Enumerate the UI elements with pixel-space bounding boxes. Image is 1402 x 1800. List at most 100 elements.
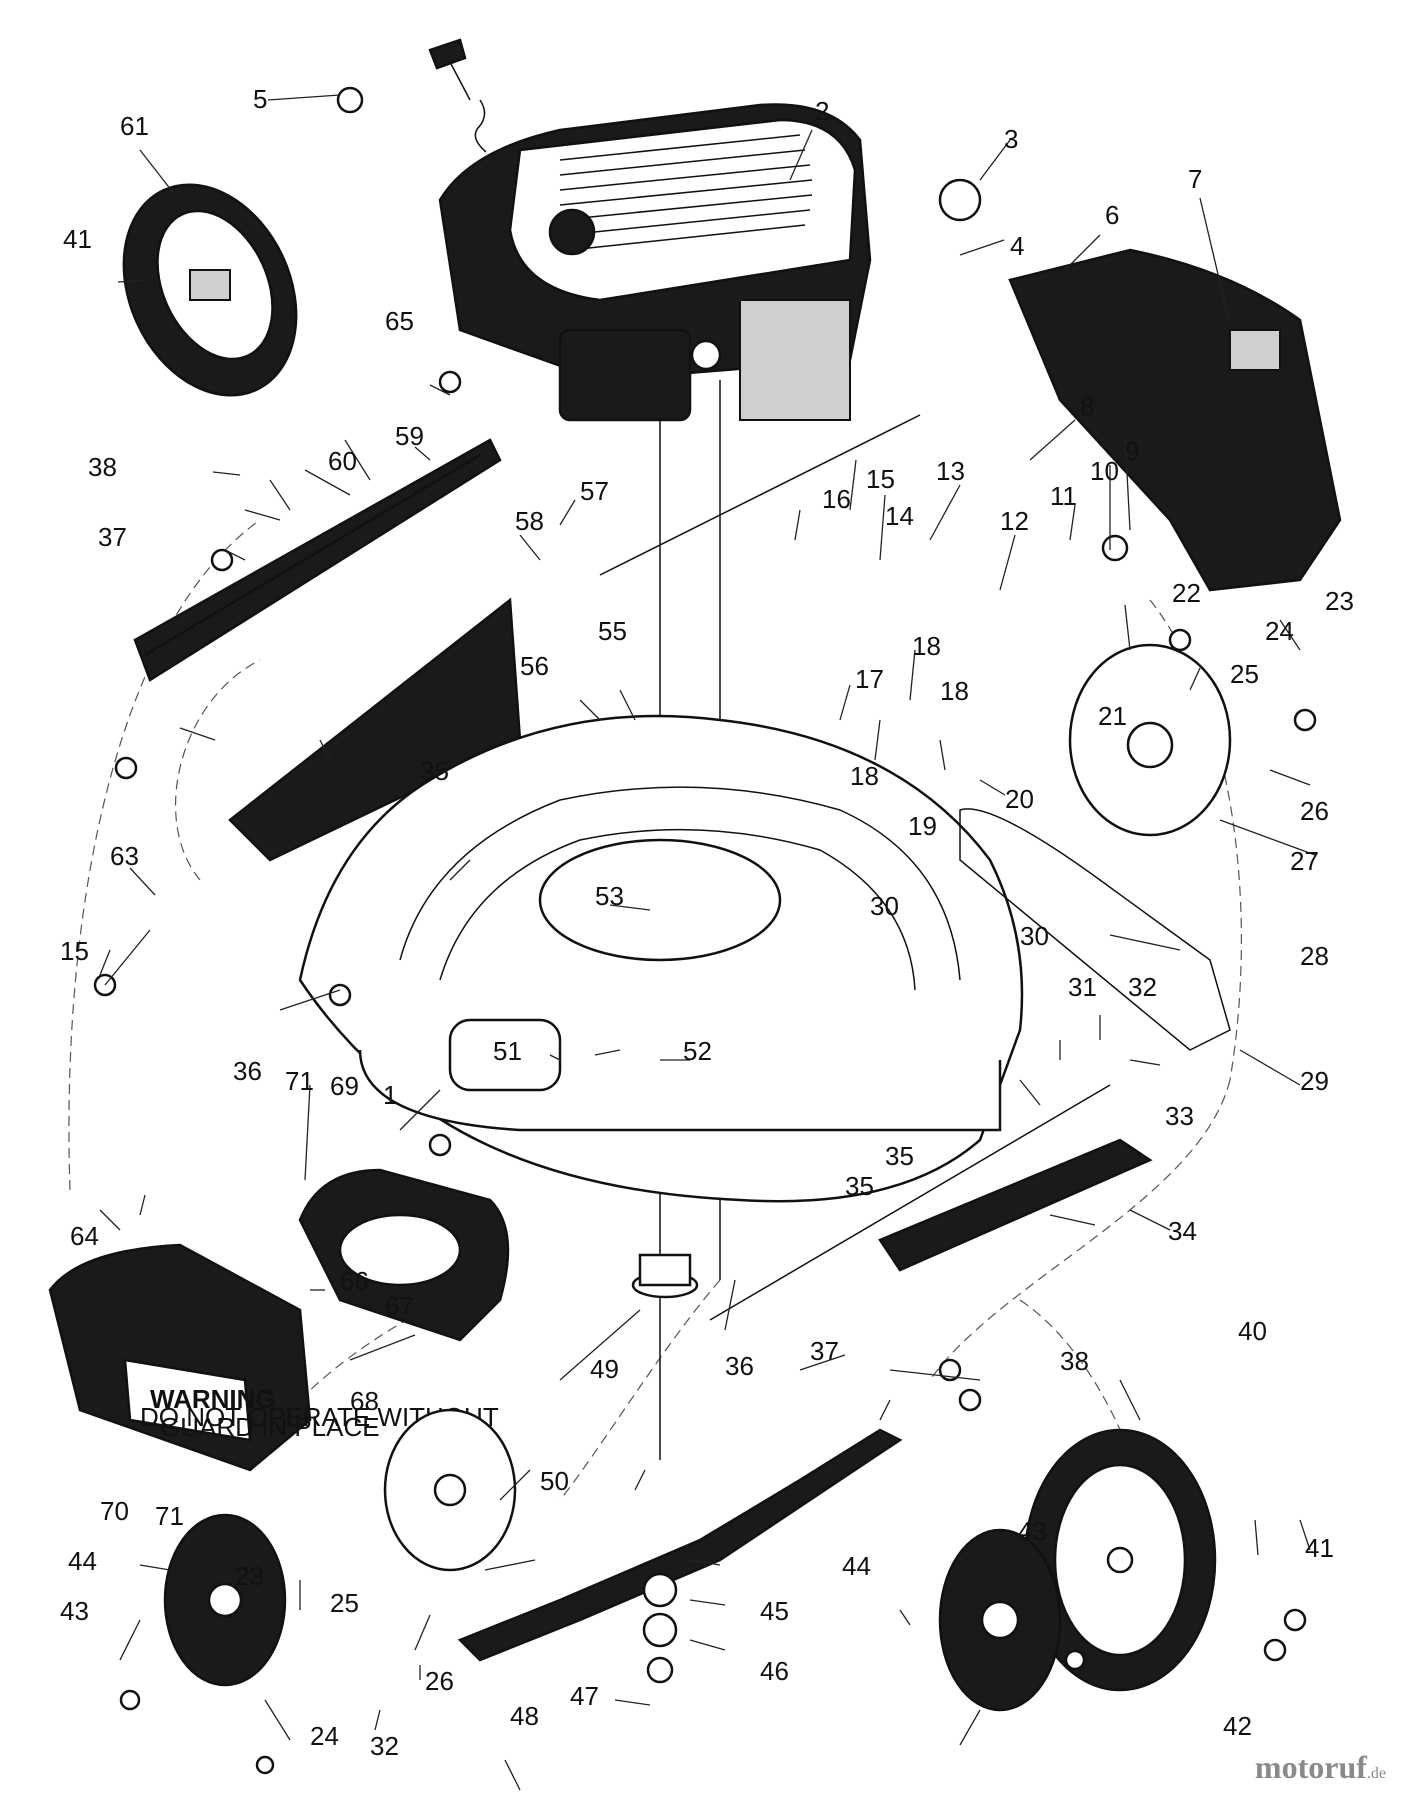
part-label: 19 [908, 811, 937, 841]
part-label: 1 [383, 1080, 397, 1110]
part-label: 27 [1290, 846, 1319, 876]
part-label: 65 [385, 306, 414, 336]
engine-part-2 [428, 38, 872, 422]
part-label: 4 [1010, 231, 1024, 261]
part-label: 24 [1265, 616, 1294, 646]
part-label: 21 [1098, 701, 1127, 731]
part-label: 30 [1020, 921, 1049, 951]
part-label: 13 [936, 456, 965, 486]
part-label: 45 [760, 1596, 789, 1626]
warning-decal-title: WARNING [150, 1384, 276, 1414]
part-label: 36 [233, 1056, 262, 1086]
part-label: 68 [350, 1386, 379, 1416]
part-label: 64 [70, 1221, 99, 1251]
part-label: 60 [328, 446, 357, 476]
part-label: 36 [725, 1351, 754, 1381]
part-label: 26 [1300, 796, 1329, 826]
part-label: 37 [98, 522, 127, 552]
part-label: 7 [1188, 164, 1202, 194]
part-label: 5 [253, 84, 267, 114]
part-label: 58 [515, 506, 544, 536]
part-label: 12 [1000, 506, 1029, 536]
part-label: 63 [110, 841, 139, 871]
part-label: 43 [1018, 1516, 1047, 1546]
part-label: 70 [100, 1496, 129, 1526]
part-label: 32 [370, 1731, 399, 1761]
part-label: 67 [385, 1291, 414, 1321]
axles [599, 414, 1111, 1321]
part-labels: 1 2 3 4 5 6 7 8 9 10 11 12 13 14 15 15 1… [60, 84, 1354, 1761]
part-label: 3 [1004, 124, 1018, 154]
part-label: 16 [822, 484, 851, 514]
part-label: 59 [395, 421, 424, 451]
part-label: 15 [866, 464, 895, 494]
part-label: 50 [540, 1466, 569, 1496]
part-label: 69 [330, 1071, 359, 1101]
hubcap-part-44-left [163, 1513, 287, 1687]
part-label: 2 [815, 96, 829, 126]
part-label: 48 [510, 1701, 539, 1731]
part-label: 46 [760, 1656, 789, 1686]
part-label: 6 [1105, 200, 1119, 230]
blade-part-48 [457, 1428, 903, 1662]
part-label: 18 [850, 761, 879, 791]
hubcap-part-44-right [938, 1528, 1062, 1712]
part-label: 35 [420, 756, 449, 786]
gear-housing-part-50 [383, 1408, 517, 1572]
part-label: 26 [425, 1666, 454, 1696]
watermark-domain: .de [1366, 1765, 1386, 1782]
part-label: 41 [1305, 1533, 1334, 1563]
part-label: 10 [1090, 456, 1119, 486]
part-label: 18 [940, 676, 969, 706]
part-label: 41 [63, 224, 92, 254]
part-label: 38 [1060, 1346, 1089, 1376]
part-label: 44 [68, 1546, 97, 1576]
engine-cooling-fins [559, 134, 813, 251]
leader-lines [99, 94, 1316, 1791]
part-label: 37 [810, 1336, 839, 1366]
part-label: 11 [1050, 481, 1077, 511]
watermark-brand: motoruf [1254, 1749, 1367, 1785]
belt-cover-part-6 [1008, 248, 1342, 592]
watermark: motoruf.de [1255, 1749, 1386, 1786]
part-label: 32 [1128, 972, 1157, 1002]
part-label: 52 [683, 1036, 712, 1066]
part-label: 24 [310, 1721, 339, 1751]
part-label: 66 [340, 1266, 369, 1296]
part-label: 57 [580, 476, 609, 506]
part-label: 17 [855, 664, 884, 694]
part-label: 40 [1238, 1316, 1267, 1346]
rear-bracket-part-60 [133, 438, 502, 682]
axle-cover-part-34 [878, 1138, 1153, 1272]
part-label: 22 [1172, 578, 1201, 608]
wheel-part-61 [122, 183, 298, 397]
part-label: 15 [60, 936, 89, 966]
deck-part-1 [298, 714, 1024, 1203]
part-label: 44 [842, 1551, 871, 1581]
part-label: 55 [598, 616, 627, 646]
part-label: 20 [1005, 784, 1034, 814]
part-label: 33 [1165, 1101, 1194, 1131]
part-label: 38 [88, 452, 117, 482]
bushing-part-49 [631, 1253, 699, 1299]
part-label: 29 [1300, 1066, 1329, 1096]
part-label: 71 [155, 1501, 184, 1531]
part-label: 23 [1325, 586, 1354, 616]
part-label: 34 [1168, 1216, 1197, 1246]
part-label: 61 [120, 111, 149, 141]
part-label: 35 [885, 1141, 914, 1171]
gear-housing-part-27 [1068, 643, 1232, 837]
warning-decal-line2: GUARD IN PLACE [160, 1412, 380, 1442]
part-label: 28 [1300, 941, 1329, 971]
part-label: 51 [493, 1036, 522, 1066]
part-label: 47 [570, 1681, 599, 1711]
part-label: 25 [1230, 659, 1259, 689]
belt-part-28 [959, 808, 1231, 1051]
part-label: 56 [520, 651, 549, 681]
part-label: 42 [1223, 1711, 1252, 1741]
part-label: 31 [1068, 972, 1097, 1002]
part-label: 14 [885, 501, 914, 531]
handle-part-68 [298, 1168, 510, 1342]
